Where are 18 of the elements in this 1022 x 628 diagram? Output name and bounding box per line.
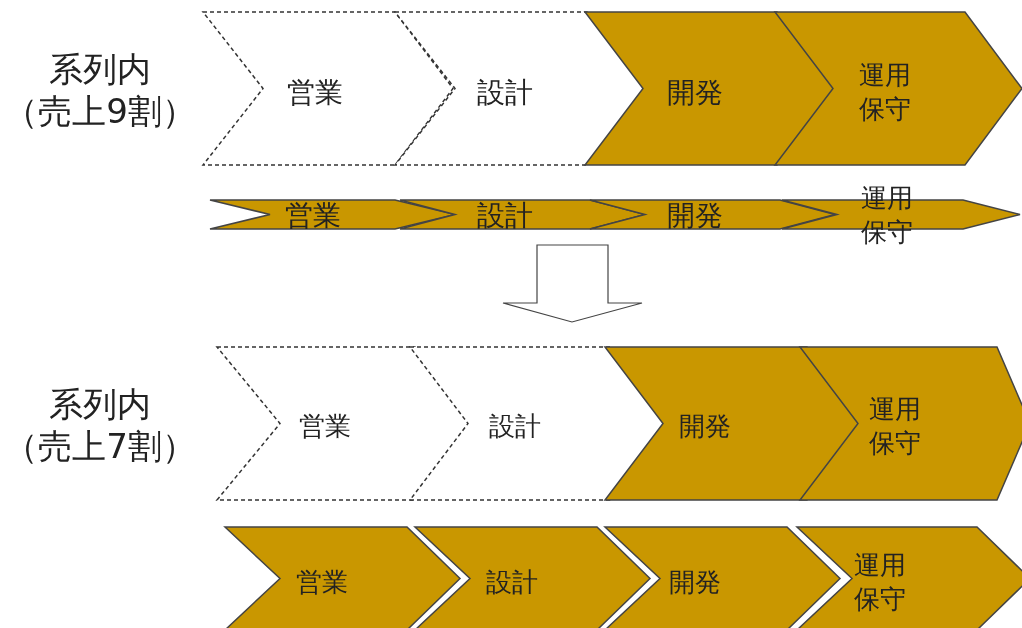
step-label: 設計	[477, 74, 533, 111]
step-label: 運用保守	[868, 393, 922, 460]
step-label: 営業	[296, 566, 348, 600]
row-label: 系列内（売上7割）	[3, 382, 197, 468]
step-label: 開発	[679, 410, 731, 444]
step-label: 運用保守	[853, 549, 907, 616]
step-label: 開発	[669, 566, 721, 600]
step-label: 設計	[489, 410, 541, 444]
step-label: 営業	[285, 197, 341, 234]
step-label: 開発	[667, 74, 723, 111]
step-label: 営業	[287, 74, 343, 111]
step-label: 設計	[486, 566, 538, 600]
block-arrow	[502, 244, 643, 323]
step-label: 運用保守	[858, 59, 912, 126]
row-label: 系列内（売上9割）	[3, 47, 197, 133]
step-label: 開発	[667, 197, 723, 234]
step-label: 設計	[477, 197, 533, 234]
step-label: 営業	[299, 410, 351, 444]
